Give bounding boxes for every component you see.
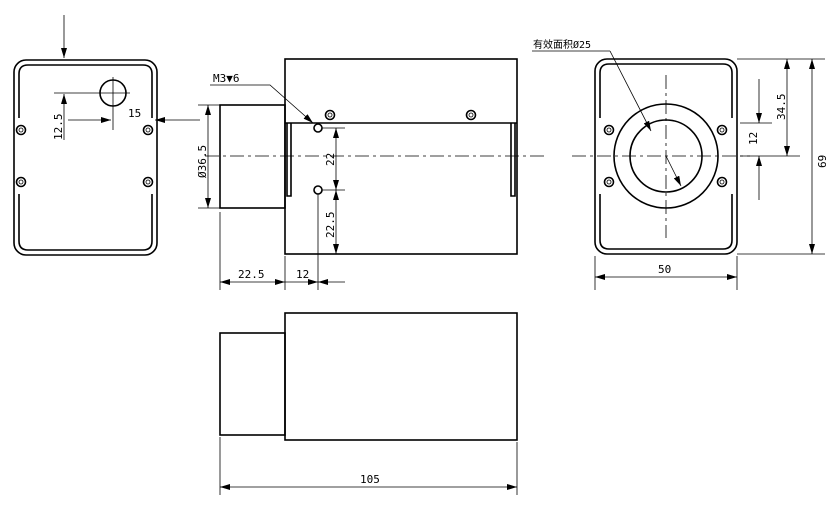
dim-15: 15 bbox=[128, 107, 141, 120]
screw-icon bbox=[324, 109, 336, 121]
dim-12-5-left: 12.5 bbox=[52, 114, 65, 141]
dim-105: 105 bbox=[360, 473, 380, 486]
screw-icon bbox=[603, 176, 615, 188]
dim-50: 50 bbox=[658, 263, 671, 276]
m3-hole bbox=[313, 185, 323, 195]
screw-icon bbox=[142, 124, 154, 136]
dim-69: 69 bbox=[816, 155, 829, 168]
front-view: 有效面积Ø25 69 34.5 12 50 bbox=[532, 38, 829, 290]
screw-icon bbox=[142, 176, 154, 188]
top-view: 105 bbox=[219, 312, 518, 495]
screw-icon bbox=[603, 124, 615, 136]
screw-icon bbox=[716, 124, 728, 136]
dim-22-5-vertical: 22.5 bbox=[324, 212, 337, 239]
dim-lens-diameter: Ø36.5 bbox=[196, 145, 209, 178]
rear-view: 12.5 15 bbox=[13, 15, 200, 256]
screw-icon bbox=[465, 109, 477, 121]
dim-12-vertical: 12 bbox=[747, 132, 760, 145]
side-view: M3▼6 Ø36.5 22 22.5 22.5 12 bbox=[196, 58, 545, 290]
screw-icon bbox=[15, 176, 27, 188]
thread-callout: M3▼6 bbox=[213, 72, 240, 85]
screw-icon bbox=[15, 124, 27, 136]
dim-34-5: 34.5 bbox=[775, 94, 788, 121]
dim-22: 22 bbox=[324, 153, 337, 166]
dim-12-horizontal: 12 bbox=[296, 268, 309, 281]
effective-area-callout: 有效面积Ø25 bbox=[533, 38, 591, 51]
m3-hole bbox=[313, 123, 323, 133]
screw-icon bbox=[716, 176, 728, 188]
dim-22-5-horizontal: 22.5 bbox=[238, 268, 265, 281]
lens-barrel bbox=[219, 104, 286, 209]
